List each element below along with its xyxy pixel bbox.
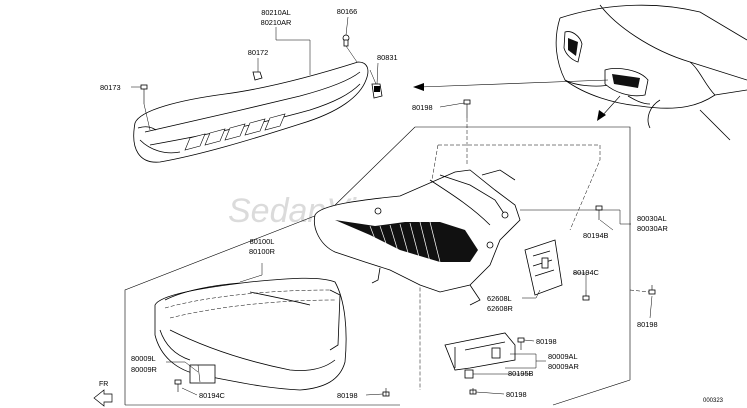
fasteners-top — [140, 34, 471, 165]
label-80198-right: 80198 — [637, 320, 658, 329]
headlamp-lens-cover — [154, 277, 347, 391]
label-80172: 80172 — [248, 48, 269, 57]
label-80194c-bottom: 80194C — [199, 391, 226, 400]
label-80009al: 80009AL — [548, 352, 578, 361]
label-80030al: 80030AL — [637, 214, 667, 223]
label-80194c-right: 80194C — [573, 268, 600, 277]
label-80210al: 80210AL — [261, 8, 291, 17]
front-arrow-icon — [93, 389, 113, 407]
label-80166: 80166 — [337, 7, 358, 16]
label-62608l: 62608L — [487, 294, 512, 303]
leader-lines — [131, 16, 653, 396]
headlamp-bracket — [524, 239, 563, 296]
headlamp-assembly — [313, 169, 521, 306]
vehicle-front-view — [555, 4, 747, 141]
label-80210ar: 80210AR — [261, 18, 292, 27]
assembly-frame — [124, 126, 631, 406]
callout-arrows — [413, 79, 621, 121]
label-80009l: 80009L — [131, 354, 156, 363]
label-80100r: 80100R — [249, 247, 275, 256]
label-62608r: 62608R — [487, 304, 513, 313]
label-80194b: 80194B — [583, 231, 609, 240]
label-80198-mid: 80198 — [536, 337, 557, 346]
turn-signal-lamp — [133, 61, 369, 163]
fasteners-right — [582, 205, 656, 301]
label-80198-bottom-right: 80198 — [506, 390, 527, 399]
fasteners-lower — [174, 332, 525, 397]
label-80100l: 80100L — [250, 237, 275, 246]
label-80198-bottom-left: 80198 — [337, 391, 358, 400]
label-80030ar: 80030AR — [637, 224, 668, 233]
fr-label: FR — [99, 381, 108, 388]
label-80195b: 80195B — [508, 369, 534, 378]
label-80198-top: 80198 — [412, 103, 433, 112]
label-80173: 80173 — [100, 83, 121, 92]
front-direction-indicator: FR — [93, 381, 113, 407]
label-80831: 80831 — [377, 53, 398, 62]
label-80009ar: 80009AR — [548, 362, 579, 371]
part-labels: 80210AL 80210AR 80166 80172 80831 80173 … — [100, 7, 668, 400]
label-80009r: 80009R — [131, 365, 157, 374]
diagram-code: 000323 — [703, 398, 724, 404]
